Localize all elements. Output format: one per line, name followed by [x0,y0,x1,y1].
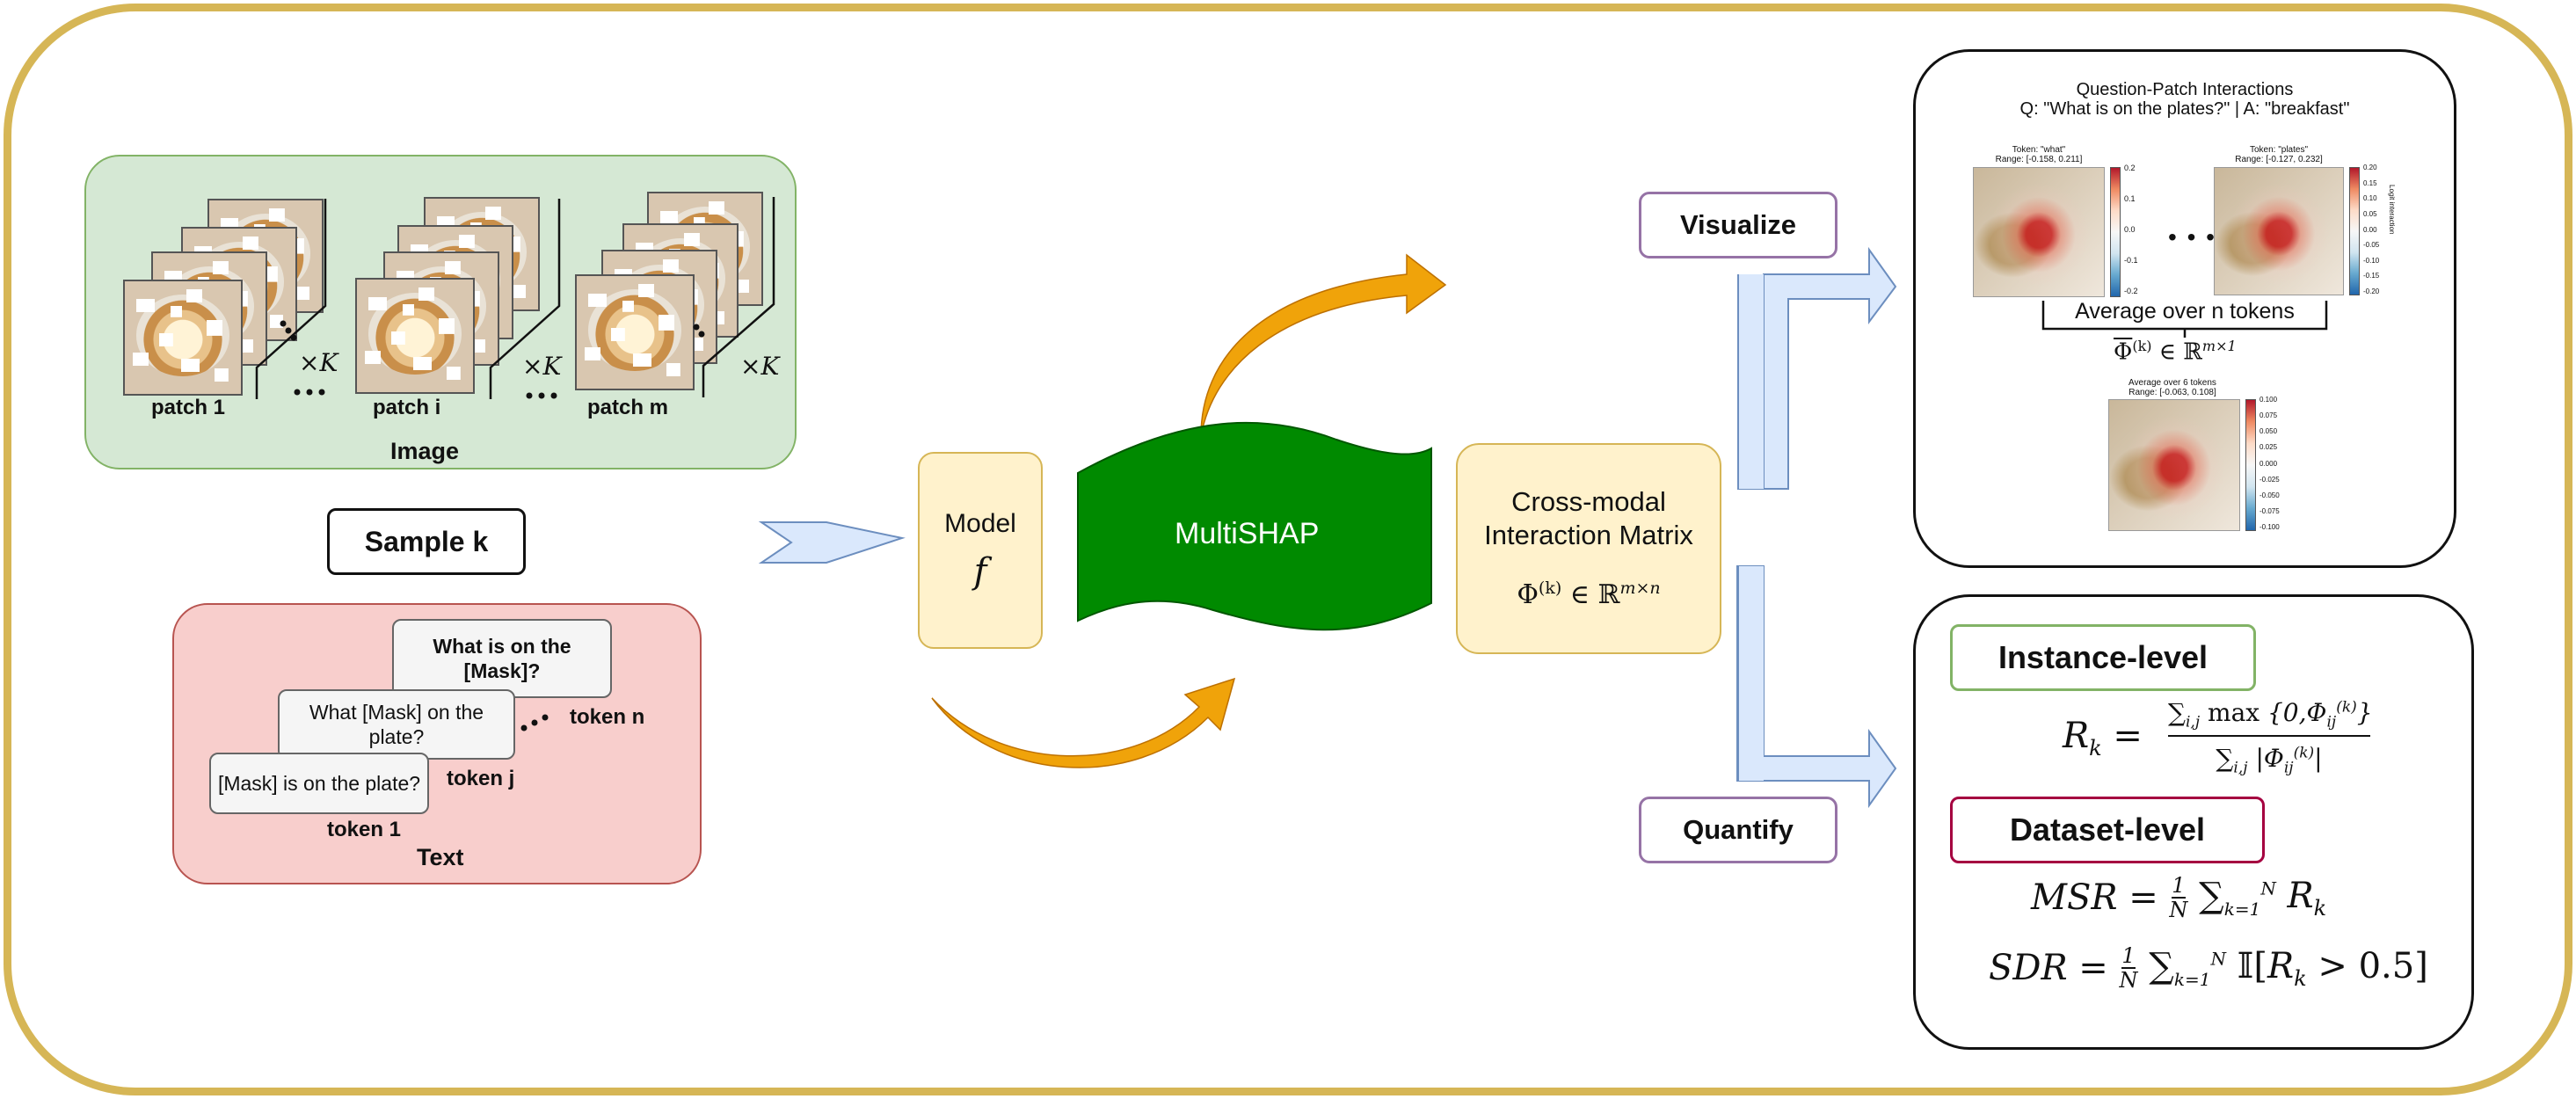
heatmap-avg-token: Average over 6 tokens [2128,378,2216,388]
heatmap-avg-ticks: 0.100 0.075 0.050 0.025 0.000 -0.025 -0.… [2259,396,2280,531]
average-label: Average over n tokens [2071,299,2298,324]
patch-1-image [123,280,243,396]
tick: -0.10 [2363,256,2380,265]
instance-formula-numerator: ∑i,j max {0,Φij(k)} [2168,698,2373,737]
tick: 0.05 [2363,209,2377,218]
tick: 0.1 [2124,194,2136,203]
visualize-arrow-stem [1737,274,1764,489]
token-j-label: token j [447,767,515,790]
matrix-formula: Φ(k) ∈ ℝm×n [1517,579,1661,610]
colorbar-label: Logit interaction [2388,185,2396,235]
tick: -0.025 [2259,475,2280,484]
times-k-label-3: ×K [740,352,780,381]
input-arrow [758,521,906,564]
viz-subtitle: Q: "What is on the plates?" | A: "breakf… [2019,99,2350,119]
quantify-tag: Quantify [1639,797,1837,863]
tick: -0.050 [2259,491,2280,499]
text-card-token-j: What [Mask] on the plate? [278,689,515,760]
tick: -0.075 [2259,506,2280,515]
heatmap-right-colorbar [2349,167,2360,295]
tick: 0.100 [2259,396,2278,404]
bottom-orange-arrow [931,677,1236,768]
visualize-arrow [1737,246,1897,490]
tick: -0.20 [2363,287,2380,295]
quantify-arrow-stem [1737,566,1764,781]
tick: -0.05 [2363,241,2380,250]
heatmap-left [1973,167,2105,297]
outer-frame [4,4,2572,1095]
times-k-label-2: ×K [522,352,562,381]
patch-1-label: patch 1 [151,396,226,419]
viz-title: Question-Patch Interactions [2076,80,2294,99]
tick: 0.075 [2259,411,2278,420]
dataset-level-tag: Dataset-level [1950,797,2265,863]
heatmap-left-ticks: 0.2 0.1 0.0 -0.1 -0.2 [2124,164,2138,295]
heatmap-left-colorbar [2110,167,2121,297]
matrix-title: Cross-modal Interaction Matrix [1484,486,1693,550]
tick: 0.050 [2259,427,2278,436]
heatmap-right [2214,167,2344,295]
instance-formula-lhs: Rk = [2063,716,2143,761]
instance-level-tag: Instance-level [1950,624,2256,691]
top-orange-arrow [1200,253,1447,437]
heatmap-left-range: Range: [-0.158, 0.211] [1995,155,2083,164]
tick: 0.025 [2259,443,2278,452]
tick: 0.2 [2124,164,2136,172]
heatmap-left-token: Token: "what" [2012,145,2066,155]
text-card-token-1: [Mask] is on the plate? [209,753,429,814]
tick: -0.2 [2124,287,2138,295]
average-formula: Φ(k) ∈ ℝm×1 [2108,338,2242,366]
tick: 0.20 [2363,164,2377,171]
token-1-label: token 1 [327,818,402,841]
heatmap-avg-range: Range: [-0.063, 0.108] [2128,388,2216,397]
heatmap-right-ticks: 0.20 0.15 0.10 0.05 0.00 -0.05 -0.10 -0.… [2363,164,2379,295]
tick: 0.15 [2363,178,2377,187]
heatmap-right-range: Range: [-0.127, 0.232] [2235,155,2323,164]
interaction-matrix-box: Cross-modal Interaction Matrix Φ(k) ∈ ℝm… [1456,443,1721,654]
tick: -0.1 [2124,256,2138,265]
sample-k-box: Sample k [327,508,526,575]
patch-m-image [575,274,695,390]
patch-i-label: patch i [373,396,441,419]
visualize-tag: Visualize [1639,192,1837,258]
tick: -0.100 [2259,523,2280,531]
heatmap-average [2108,399,2240,531]
token-ellipsis [520,714,549,731]
instance-formula-denominator: ∑i,j |Φij(k)| [2216,744,2323,777]
model-label: Model [944,509,1016,538]
model-symbol: f [973,551,987,592]
patch-i-image [355,278,475,394]
stack-depth-marks [255,197,775,399]
multishap-shape [1077,421,1432,631]
times-k-label-1: ×K [299,348,338,377]
tick: 0.10 [2363,194,2377,203]
heatmap-avg-colorbar [2245,399,2256,531]
patch-m-label: patch m [587,396,669,419]
heatmap-ellipsis: • • • [2168,223,2216,251]
token-n-label: token n [570,705,645,729]
image-panel-label: Image [390,438,460,464]
tick: -0.15 [2363,272,2380,280]
model-box: Model f [918,452,1043,649]
heatmap-right-token: Token: "plates" [2249,145,2309,155]
tick: 0.00 [2363,225,2377,234]
tick: 0.0 [2124,225,2136,234]
multishap-label: MultiSHAP [1175,517,1320,550]
text-panel-label: Text [417,844,464,870]
tick: 0.000 [2259,459,2278,468]
